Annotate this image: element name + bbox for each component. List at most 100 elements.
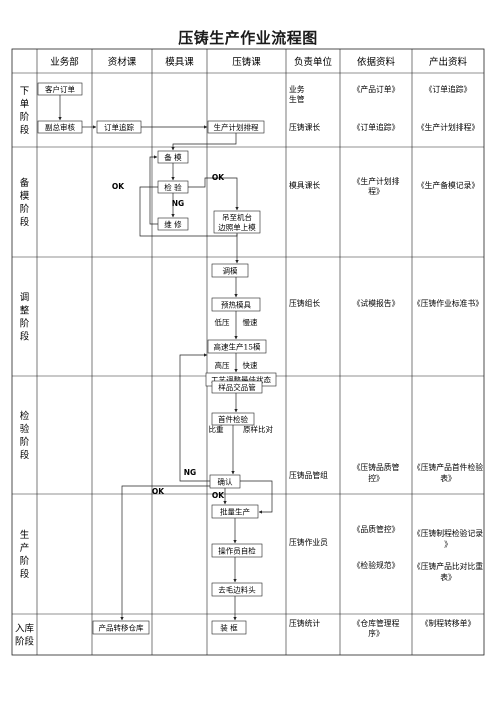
flow-arrow	[188, 177, 239, 211]
flow-box-operator-check	[211, 543, 263, 558]
basis-document: 《压铸品质管	[353, 462, 400, 472]
flow-box-sample-pipe	[211, 380, 263, 394]
output-document: 《压铸产品比对比重	[413, 561, 483, 571]
column-headers: 业务部资材课模具课压铸课负责单位依据资料产出资料	[50, 56, 467, 68]
output-document: 《压铸作业标准书》	[413, 298, 483, 308]
output-document: 《压铸产品首件检验	[413, 462, 483, 472]
param-label: 慢速	[243, 317, 258, 327]
param-label: 快速	[243, 360, 258, 370]
flow-box-label: 装 框	[220, 622, 238, 632]
flow-box-confirm	[209, 474, 241, 489]
column-header: 压铸课	[232, 56, 261, 68]
basis-document: 《试模报告》	[353, 298, 400, 308]
stage-label-s6: 阶段	[15, 636, 35, 648]
flow-box-label: 订单追踪	[104, 122, 134, 132]
responsible-unit: 模具课长	[289, 180, 320, 190]
column-header: 产出资料	[429, 56, 468, 68]
basis-document: 《订单追踪》	[353, 122, 400, 132]
flow-box-adjust-mold	[211, 263, 249, 278]
stage-label-s4: 检	[20, 410, 30, 422]
column-header: 依据资料	[357, 56, 396, 68]
stage-label-s3: 整	[20, 305, 30, 317]
flow-box-customer-order	[37, 82, 83, 96]
flow-box-inspect	[157, 180, 189, 194]
column-header: 模具课	[165, 56, 194, 68]
output-document: 表》	[440, 473, 456, 483]
stage-label-s1: 单	[20, 98, 30, 110]
stage-label-s1: 段	[20, 124, 30, 136]
ok-label: OK	[212, 491, 225, 500]
basis-document: 控》	[368, 473, 384, 483]
flow-box-label: 工艺调整最佳状态	[211, 374, 271, 384]
output-document: 《生产备模记录》	[417, 180, 479, 190]
flow-arrow	[179, 353, 210, 482]
stage-label-s5: 段	[20, 568, 30, 580]
basis-document: 《生产计划排	[353, 176, 400, 186]
ok-label: OK	[112, 182, 125, 191]
basis-document: 序》	[368, 628, 384, 638]
flow-box-vp-review	[37, 120, 83, 134]
stage-label-s6: 入库	[15, 623, 35, 635]
stage-label-s2: 备	[20, 177, 30, 189]
flow-box-prepare-mold	[157, 150, 189, 164]
output-document: 《压铸制程检验记录	[413, 528, 483, 538]
stage-label-s4: 阶	[20, 436, 30, 448]
flow-box-label: 产品转移仓库	[99, 622, 144, 632]
flow-nodes: 客户订单副总审核订单追踪生产计划排程备 模检 验维 修调模预热模具高速生产15模…	[37, 82, 277, 635]
column-header: 资材课	[108, 56, 137, 68]
flow-box-label: 去毛边料头	[218, 584, 256, 594]
column-header: 负责单位	[294, 56, 333, 68]
flow-box-packing	[211, 620, 247, 635]
flow-box-product-warehouse	[92, 620, 150, 635]
ng-label: NG	[184, 468, 196, 477]
stage-label-s5: 产	[20, 542, 30, 554]
flow-box-deburr	[211, 582, 263, 597]
flow-box-label: 吊至机台	[222, 212, 252, 222]
output-document: 》	[444, 540, 452, 549]
basis-document: 《检验规范》	[353, 560, 400, 570]
responsible-unit: 压铸作业员	[289, 537, 328, 547]
basis-document: 《品质管控》	[353, 524, 400, 534]
stage-label-s5: 阶	[20, 555, 30, 567]
responsible-unit: 压铸课长	[289, 122, 320, 132]
flow-box-first-piece	[211, 412, 255, 426]
responsible-unit: 压铸统计	[289, 618, 320, 628]
table-border	[11, 48, 485, 656]
stage-label-s1: 阶	[20, 111, 30, 123]
responsible-unit: 压铸组长	[289, 298, 320, 308]
stage-label-s3: 阶	[20, 318, 30, 330]
flow-arrow	[120, 485, 210, 621]
responsible-unit: 压铸品管组	[289, 470, 328, 480]
stage-label-s2: 段	[20, 216, 30, 228]
ok-label: OK	[152, 487, 165, 496]
stage-label-s2: 阶	[20, 203, 30, 215]
flow-box-high-speed-15	[207, 339, 267, 354]
output-document: 《生产计划排程》	[417, 122, 479, 132]
page-title: 压铸生产作业流程图	[178, 29, 318, 47]
responsible-unit: 生管	[289, 94, 305, 104]
stage-label-s5: 生	[20, 529, 30, 541]
param-label: 低压	[215, 317, 230, 327]
output-document: 表》	[440, 572, 456, 582]
stage-label-s3: 调	[20, 293, 30, 304]
basis-document: 《仓库管理程	[353, 618, 400, 628]
flow-box-label: 检 验	[164, 182, 182, 192]
stage-label-s2: 模	[20, 190, 30, 202]
output-document: 《制程转移单》	[421, 618, 476, 628]
flow-box-crane-mount	[213, 210, 261, 234]
flow-arrow	[240, 480, 273, 514]
stage-label-s3: 段	[20, 331, 30, 343]
flow-box-label: 预热模具	[221, 299, 251, 309]
flow-box-label: 高速生产15模	[213, 341, 261, 351]
flow-box-label: 批量生产	[220, 506, 250, 516]
stage-label-s1: 下	[20, 86, 30, 97]
flow-arrow	[171, 133, 237, 151]
flow-box-label: 确认	[218, 476, 233, 486]
flow-box-label: 调模	[223, 265, 238, 275]
flow-box-label: 备 模	[164, 152, 182, 162]
basis-document: 《产品订单》	[353, 84, 400, 94]
flow-box-label: 样品交品管	[218, 382, 256, 392]
